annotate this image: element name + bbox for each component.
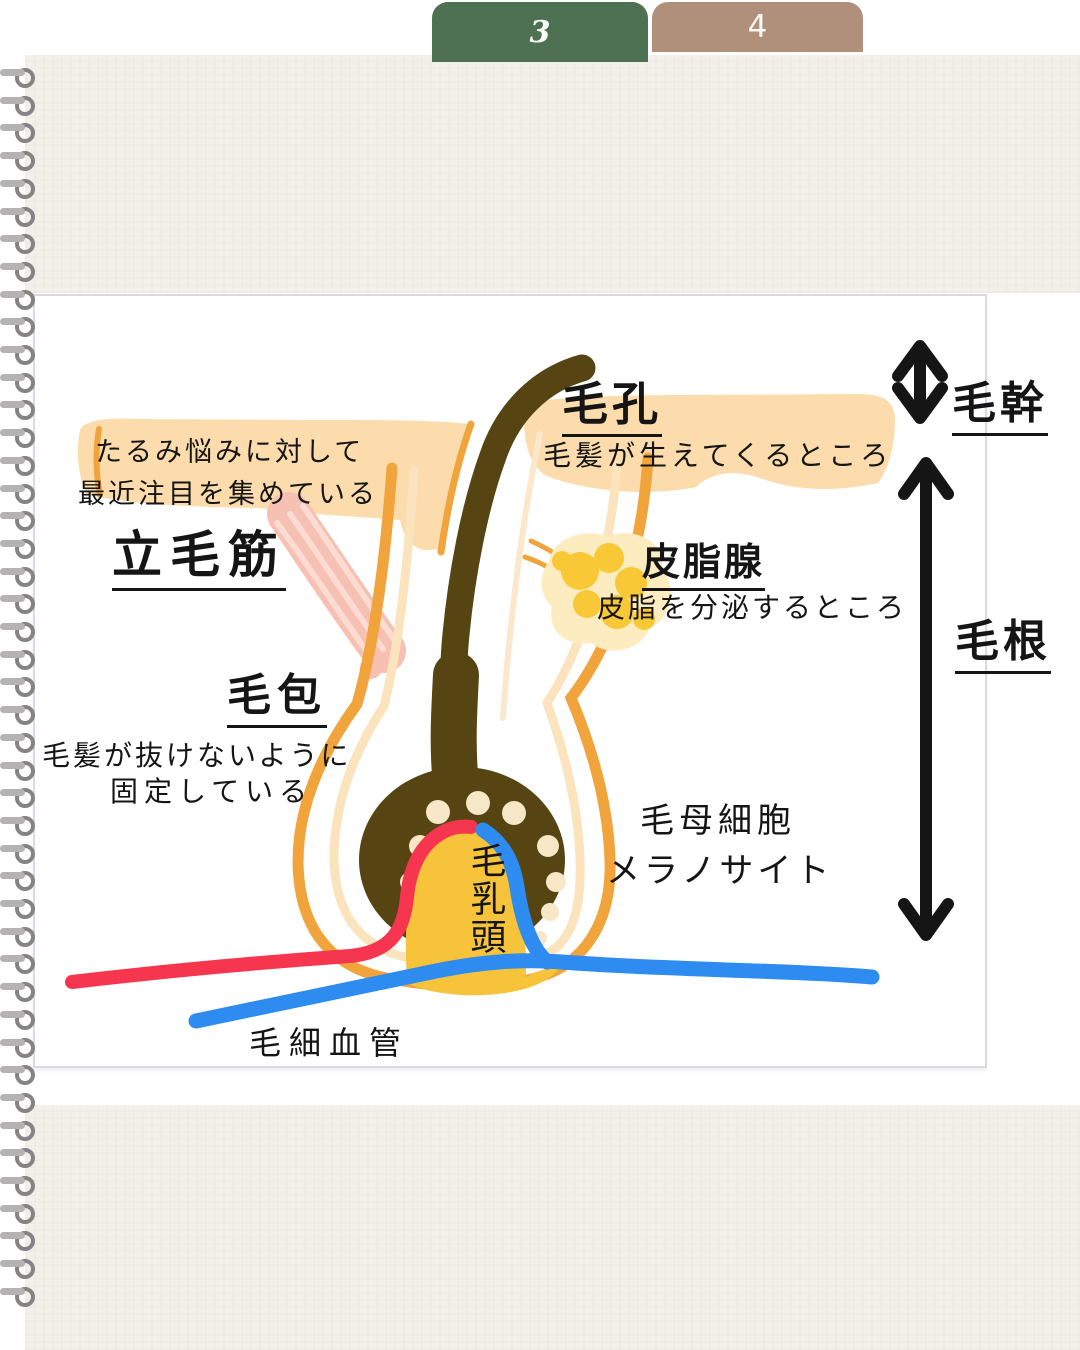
tab-page-4-label: 4 — [747, 9, 768, 45]
binder-ring — [0, 1008, 35, 1030]
binder-ring — [0, 592, 35, 615]
binder-ring — [0, 1202, 35, 1224]
binder-ring — [0, 426, 35, 449]
follicle-desc-line1: 毛髪が抜けないように — [42, 739, 352, 772]
binder-ring — [0, 315, 35, 338]
capillary-title: 毛細血管 — [249, 1024, 410, 1062]
binder-ring — [0, 1146, 35, 1169]
binder-ring — [0, 260, 35, 282]
hair-root-title: 毛根 — [955, 616, 1051, 674]
binder-ring — [0, 1174, 35, 1196]
follicle-desc-line2: 固定している — [110, 775, 314, 808]
binder-ring — [0, 1091, 35, 1113]
binder-ring — [0, 66, 35, 88]
sebaceous-title: 皮脂腺 — [642, 540, 766, 591]
binder-ring — [0, 1036, 35, 1058]
hair-shaft-title: 毛幹 — [952, 378, 1048, 436]
spiral-binding — [0, 0, 40, 1350]
pore-title: 毛孔 — [562, 378, 662, 437]
binder-ring — [0, 1285, 35, 1307]
binder-ring — [0, 759, 35, 781]
binder-ring — [0, 731, 35, 753]
tab-page-4[interactable]: 4 — [652, 2, 863, 52]
matrix-label-line1: 毛母細胞 — [640, 801, 796, 841]
tab-page-3[interactable]: 3 — [432, 2, 648, 62]
binder-ring — [0, 149, 35, 172]
arrector-note-line2: 最近注目を集めている — [78, 479, 378, 510]
binder-ring — [0, 648, 35, 670]
binder-ring — [0, 703, 35, 726]
binder-ring — [0, 869, 35, 892]
binder-ring — [0, 925, 35, 947]
binder-ring — [0, 897, 35, 919]
binder-ring — [0, 288, 35, 310]
paper-bottom-band — [25, 1105, 1080, 1350]
binder-ring — [0, 814, 35, 836]
binder-ring — [0, 537, 35, 559]
binder-ring — [0, 952, 35, 975]
binder-ring — [0, 121, 35, 144]
paper-top-band — [25, 55, 1080, 293]
binder-ring — [0, 980, 35, 1003]
binder-ring — [0, 177, 35, 199]
binder-ring — [0, 509, 35, 532]
binder-ring — [0, 371, 35, 393]
binder-ring — [0, 565, 35, 587]
follicle-title: 毛包 — [227, 670, 327, 728]
binder-ring — [0, 343, 35, 365]
matrix-label-line2: メラノサイト — [606, 851, 834, 891]
binder-ring — [0, 1119, 35, 1141]
binder-ring — [0, 482, 35, 504]
diagram-panel — [33, 294, 987, 1068]
binder-ring — [0, 620, 35, 642]
arrector-title: 立毛筋 — [112, 526, 286, 591]
arrector-note-line1: たるみ悩みに対して — [95, 437, 365, 468]
binder-ring — [0, 205, 35, 227]
binder-ring — [0, 786, 35, 809]
binder-ring — [0, 1063, 35, 1086]
sebaceous-desc: 皮脂を分泌するところ — [597, 591, 908, 624]
binder-ring — [0, 842, 35, 864]
papilla-title: 毛乳頭 — [464, 842, 506, 956]
binder-ring — [0, 94, 35, 116]
binder-ring — [0, 1229, 35, 1252]
binder-ring — [0, 232, 35, 255]
pore-desc: 毛髪が生えてくるところ — [543, 439, 893, 472]
binder-ring — [0, 454, 35, 476]
binder-ring — [0, 398, 35, 421]
tab-page-3-label: 3 — [529, 14, 551, 50]
binder-ring — [0, 675, 35, 698]
binder-ring — [0, 1257, 35, 1280]
